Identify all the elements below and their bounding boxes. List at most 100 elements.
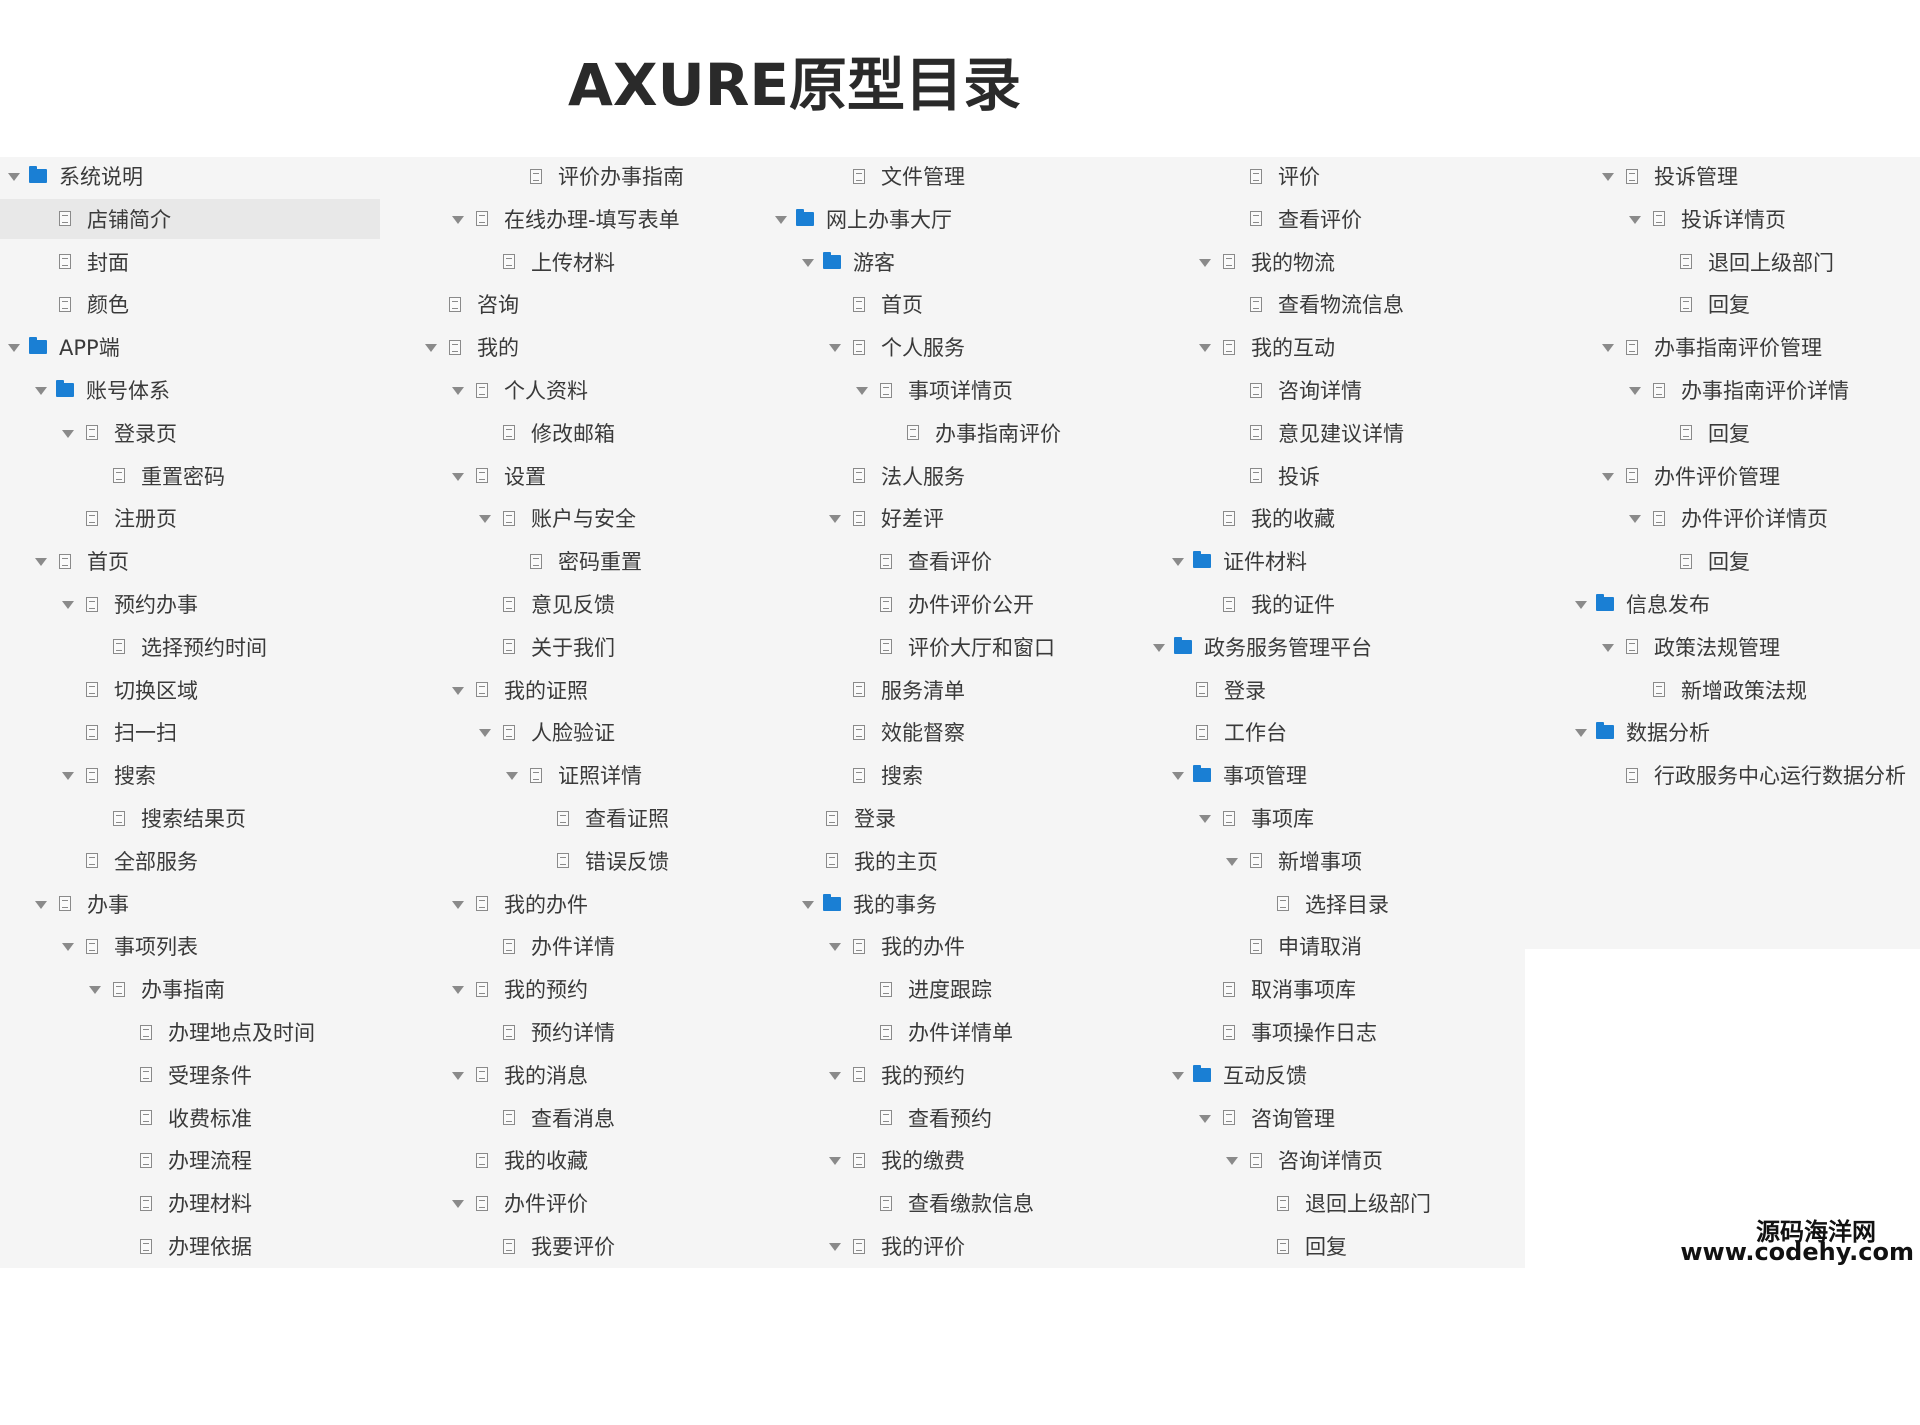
expand-arrow-icon[interactable] (772, 210, 790, 228)
tree-page-item[interactable]: 办件评价详情页 (1530, 498, 1828, 538)
expand-arrow-icon[interactable] (476, 723, 494, 741)
expand-arrow-icon[interactable] (1196, 1109, 1214, 1127)
expand-arrow-icon[interactable] (1599, 467, 1617, 485)
expand-arrow-icon[interactable] (449, 681, 467, 699)
expand-arrow-icon[interactable] (853, 381, 871, 399)
tree-page-item[interactable]: 密码重置 (414, 541, 642, 581)
expand-arrow-icon[interactable] (503, 766, 521, 784)
tree-page-item[interactable]: 我的主页 (766, 841, 938, 881)
expand-arrow-icon[interactable] (1196, 809, 1214, 827)
expand-arrow-icon[interactable] (1196, 253, 1214, 271)
tree-folder-item[interactable]: 互动反馈 (1150, 1055, 1307, 1095)
tree-page-item[interactable]: 咨询 (414, 284, 519, 324)
tree-page-item[interactable]: 我的收藏 (1150, 498, 1335, 538)
expand-arrow-icon[interactable] (32, 381, 50, 399)
tree-page-item[interactable]: 事项列表 (0, 926, 198, 966)
tree-page-item[interactable]: 搜索 (0, 755, 156, 795)
tree-page-item[interactable]: 我的收藏 (414, 1140, 588, 1180)
tree-page-item[interactable]: 预约办事 (0, 584, 198, 624)
tree-page-item[interactable]: 办件详情 (414, 926, 615, 966)
tree-page-item[interactable]: 关于我们 (414, 627, 615, 667)
tree-page-item[interactable]: 退回上级部门 (1150, 1183, 1431, 1223)
tree-page-item[interactable]: 查看证照 (414, 798, 669, 838)
expand-arrow-icon[interactable] (59, 424, 77, 442)
tree-page-item[interactable]: 进度跟踪 (766, 969, 992, 1009)
expand-arrow-icon[interactable] (449, 895, 467, 913)
tree-page-item[interactable]: 新增事项 (1150, 841, 1362, 881)
tree-page-item[interactable]: 上传材料 (414, 242, 615, 282)
tree-page-item[interactable]: 事项库 (1150, 798, 1314, 838)
tree-page-item[interactable]: 我要评价 (414, 1226, 615, 1266)
tree-page-item[interactable]: 回复 (1530, 284, 1750, 324)
tree-page-item[interactable]: 工作台 (1150, 712, 1287, 752)
tree-page-item[interactable]: 评价大厅和窗口 (766, 627, 1055, 667)
expand-arrow-icon[interactable] (32, 552, 50, 570)
tree-page-item[interactable]: 退回上级部门 (1530, 242, 1834, 282)
expand-arrow-icon[interactable] (5, 338, 23, 356)
tree-page-item[interactable]: 查看评价 (766, 541, 992, 581)
tree-folder-item[interactable]: APP端 (0, 327, 120, 367)
expand-arrow-icon[interactable] (1223, 852, 1241, 870)
tree-page-item[interactable]: 我的预约 (414, 969, 588, 1009)
tree-page-item[interactable]: 办件评价管理 (1530, 456, 1780, 496)
expand-arrow-icon[interactable] (1169, 552, 1187, 570)
tree-page-item[interactable]: 办件评价公开 (766, 584, 1034, 624)
tree-folder-item[interactable]: 政务服务管理平台 (1150, 627, 1372, 667)
tree-page-item[interactable]: 评价 (1150, 156, 1320, 196)
tree-page-item[interactable]: 扫一扫 (0, 712, 177, 752)
tree-page-item[interactable]: 全部服务 (0, 841, 198, 881)
expand-arrow-icon[interactable] (1572, 723, 1590, 741)
tree-page-item[interactable]: 我的缴费 (766, 1140, 965, 1180)
tree-folder-item[interactable]: 系统说明 (0, 156, 143, 196)
tree-folder-item[interactable]: 我的事务 (766, 884, 937, 924)
tree-page-item[interactable]: 注册页 (0, 498, 177, 538)
tree-page-item[interactable]: 查看消息 (414, 1098, 615, 1138)
tree-page-item[interactable]: 取消事项库 (1150, 969, 1356, 1009)
tree-page-item[interactable]: 我的办件 (414, 884, 588, 924)
expand-arrow-icon[interactable] (1599, 167, 1617, 185)
expand-arrow-icon[interactable] (1572, 595, 1590, 613)
tree-page-item[interactable]: 评价办事指南 (414, 156, 684, 196)
tree-page-item[interactable]: 我的评价 (766, 1226, 965, 1266)
expand-arrow-icon[interactable] (799, 895, 817, 913)
tree-page-item[interactable]: 个人服务 (766, 327, 965, 367)
tree-page-item[interactable]: 办理材料 (0, 1183, 252, 1223)
expand-arrow-icon[interactable] (1169, 1066, 1187, 1084)
tree-page-item[interactable]: 首页 (766, 284, 923, 324)
tree-page-item[interactable]: 我的互动 (1150, 327, 1335, 367)
tree-page-item[interactable]: 收费标准 (0, 1098, 252, 1138)
expand-arrow-icon[interactable] (826, 1066, 844, 1084)
tree-page-item[interactable]: 效能督察 (766, 712, 965, 752)
tree-folder-item[interactable]: 信息发布 (1530, 584, 1710, 624)
tree-page-item[interactable]: 重置密码 (0, 456, 225, 496)
expand-arrow-icon[interactable] (476, 509, 494, 527)
tree-page-item[interactable]: 我的 (414, 327, 519, 367)
expand-arrow-icon[interactable] (32, 895, 50, 913)
tree-page-item[interactable]: 办事指南 (0, 969, 225, 1009)
tree-page-item[interactable]: 咨询详情 (1150, 370, 1362, 410)
tree-page-item[interactable]: 首页 (0, 541, 129, 581)
expand-arrow-icon[interactable] (1196, 338, 1214, 356)
tree-page-item[interactable]: 选择目录 (1150, 884, 1389, 924)
tree-page-item[interactable]: 行政服务中心运行数据分析 (1530, 755, 1906, 795)
tree-page-item[interactable]: 回复 (1150, 1226, 1347, 1266)
expand-arrow-icon[interactable] (1626, 210, 1644, 228)
expand-arrow-icon[interactable] (449, 1194, 467, 1212)
tree-page-item[interactable]: 法人服务 (766, 456, 965, 496)
tree-page-item[interactable]: 在线办理-填写表单 (414, 199, 680, 239)
tree-page-item[interactable]: 好差评 (766, 498, 944, 538)
tree-page-item[interactable]: 查看物流信息 (1150, 284, 1404, 324)
tree-page-item[interactable]: 办件评价 (414, 1183, 588, 1223)
tree-page-item[interactable]: 事项操作日志 (1150, 1012, 1377, 1052)
tree-page-item[interactable]: 事项详情页 (766, 370, 1013, 410)
tree-page-item[interactable]: 我的证照 (414, 670, 588, 710)
expand-arrow-icon[interactable] (1150, 638, 1168, 656)
tree-page-item[interactable]: 政策法规管理 (1530, 627, 1780, 667)
expand-arrow-icon[interactable] (449, 210, 467, 228)
tree-page-item[interactable]: 登录 (1150, 670, 1266, 710)
tree-page-item[interactable]: 投诉 (1150, 456, 1320, 496)
tree-folder-item[interactable]: 账号体系 (0, 370, 170, 410)
tree-folder-item[interactable]: 事项管理 (1150, 755, 1307, 795)
tree-page-item[interactable]: 办理流程 (0, 1140, 252, 1180)
tree-page-item[interactable]: 搜索 (766, 755, 923, 795)
